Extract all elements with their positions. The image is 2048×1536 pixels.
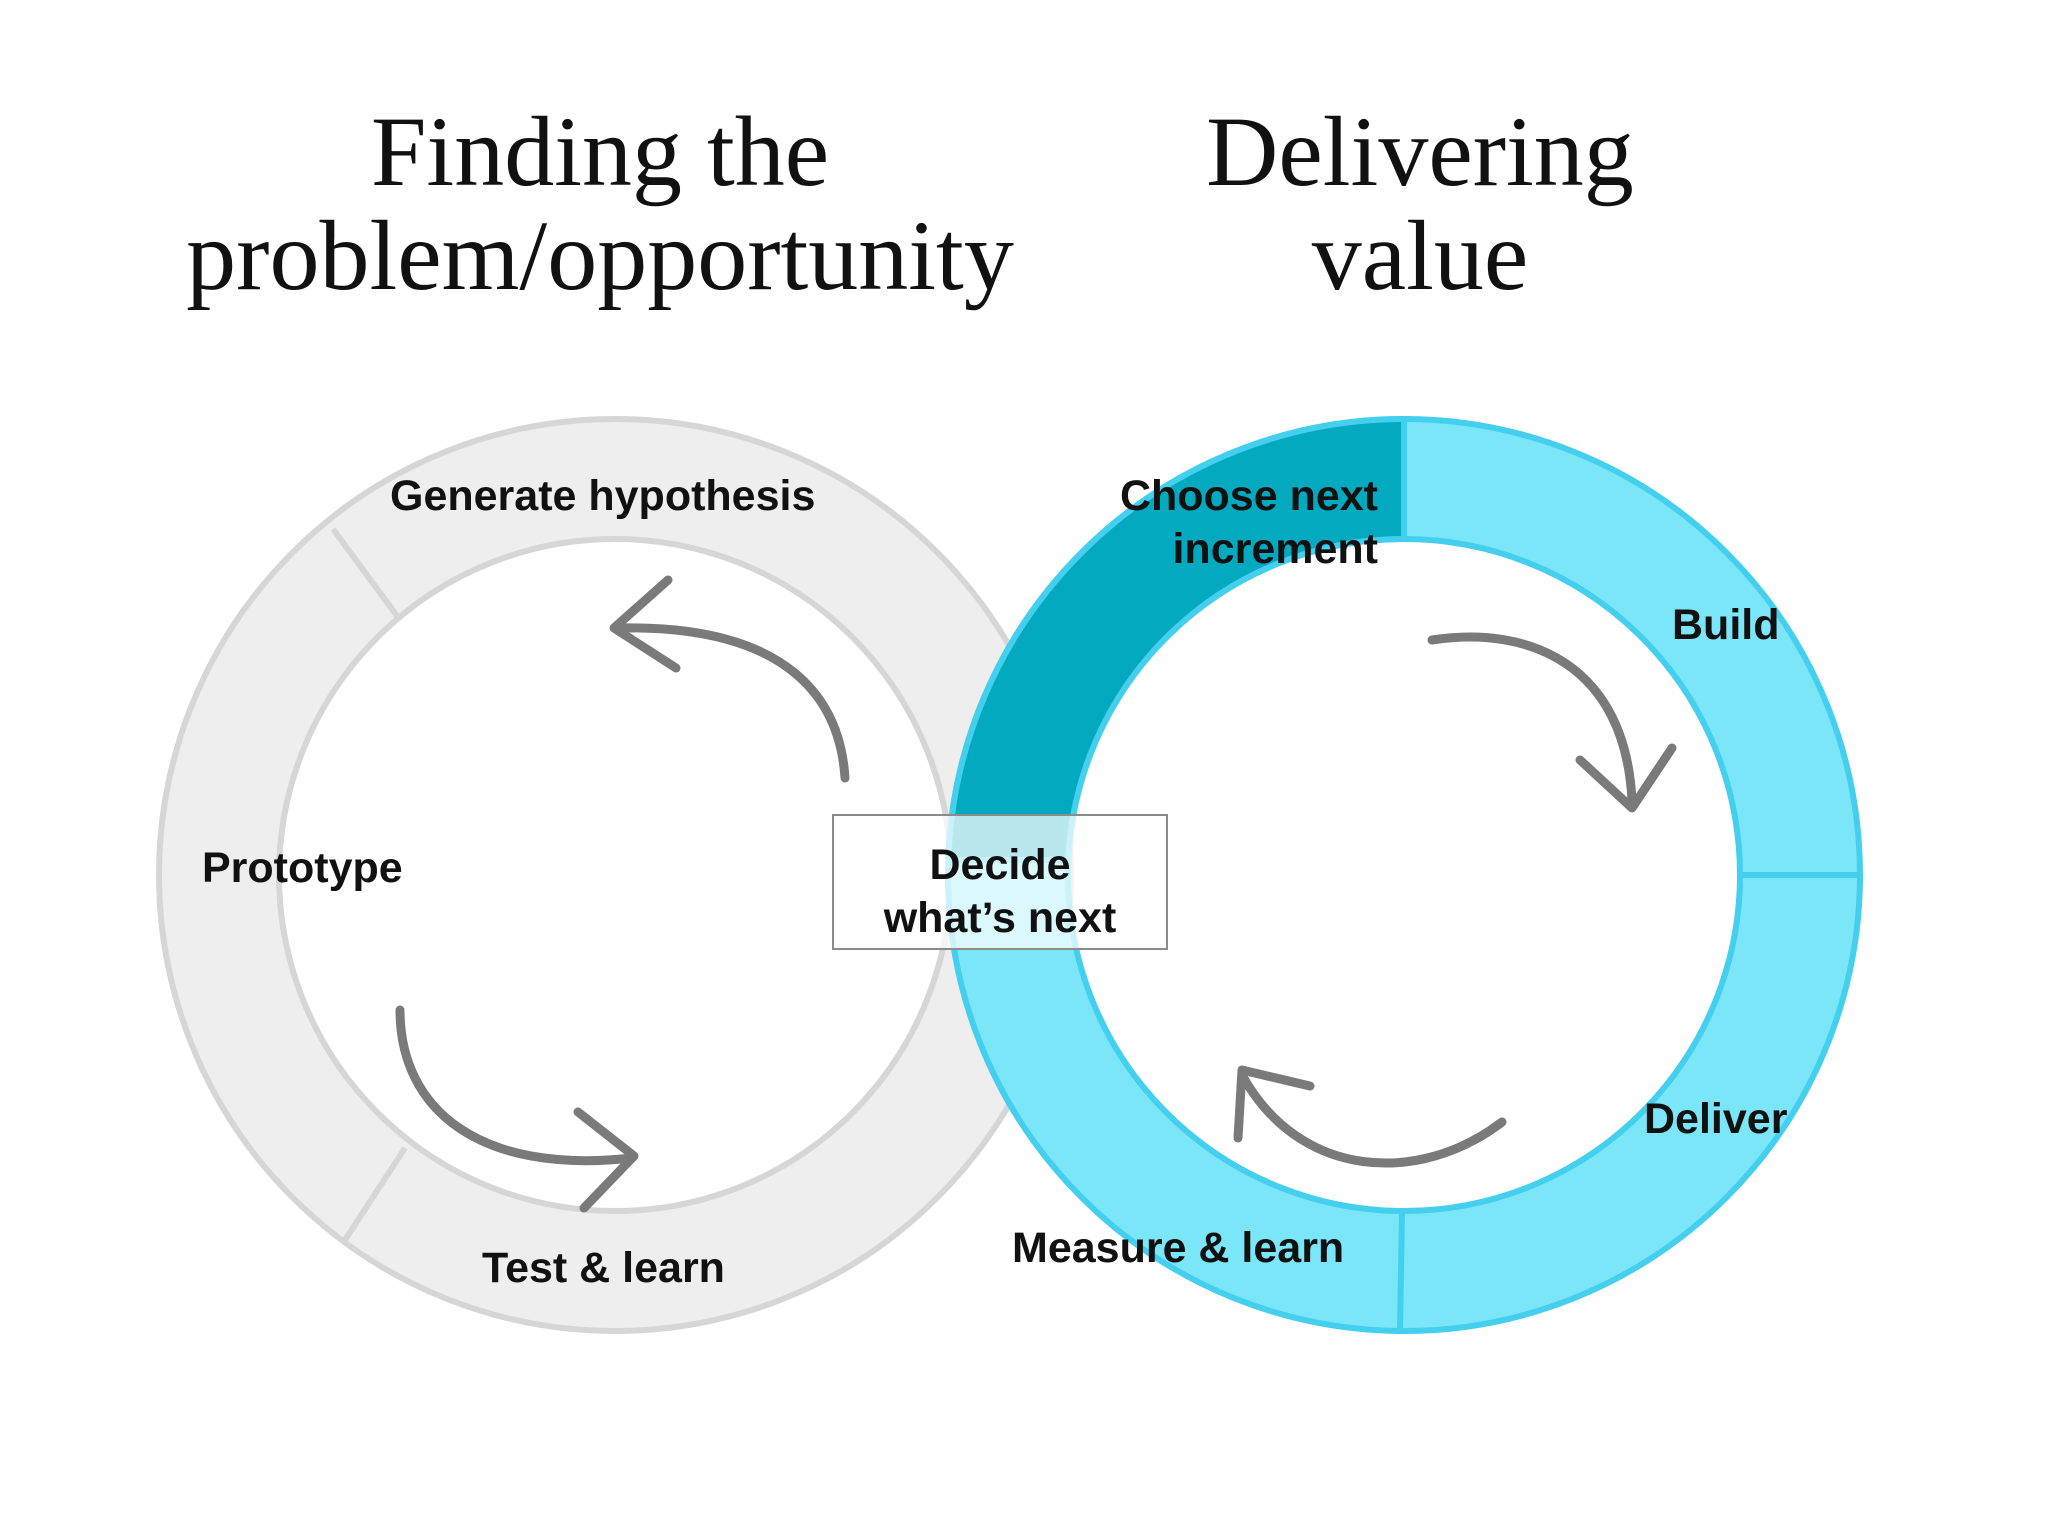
decide-whats-next-box: Decide what’s next	[832, 814, 1168, 950]
curved-arrow-icon	[1233, 1065, 1507, 1168]
stage-label-line: increment	[1172, 525, 1378, 573]
stage-label-generate-hypothesis: Generate hypothesis	[390, 472, 816, 520]
stage-label-choose-next-increment: Choose next increment	[1060, 470, 1378, 576]
delivery-heading-line: value	[1311, 200, 1529, 311]
discovery-heading: Finding the problem/opportunity	[120, 100, 1080, 308]
curved-arrow-icon	[609, 575, 850, 783]
delivery-heading: Delivering value	[1140, 100, 1700, 308]
discovery-ring-band	[155, 416, 1075, 1334]
delivery-heading-line: Delivering	[1206, 96, 1634, 207]
stage-label-line: Choose next	[1119, 472, 1378, 520]
stage-label-test-and-learn: Test & learn	[482, 1244, 725, 1292]
stage-label-prototype: Prototype	[202, 844, 403, 892]
discovery-ring	[155, 416, 1075, 1334]
curved-arrow-icon	[395, 1005, 639, 1213]
decide-box-line: what’s next	[883, 894, 1117, 942]
stage-label-deliver: Deliver	[1644, 1095, 1788, 1143]
decide-box-line: Decide	[929, 841, 1071, 889]
stage-label-measure-and-learn: Measure & learn	[1012, 1224, 1345, 1272]
discovery-heading-line: Finding the	[370, 96, 830, 207]
discovery-divider	[330, 527, 403, 622]
delivery-divider	[1397, 1210, 1405, 1332]
stage-label-build: Build	[1672, 601, 1780, 649]
discovery-heading-line: problem/opportunity	[186, 200, 1014, 311]
curved-arrow-icon	[1427, 632, 1677, 813]
discovery-divider	[342, 1146, 408, 1242]
